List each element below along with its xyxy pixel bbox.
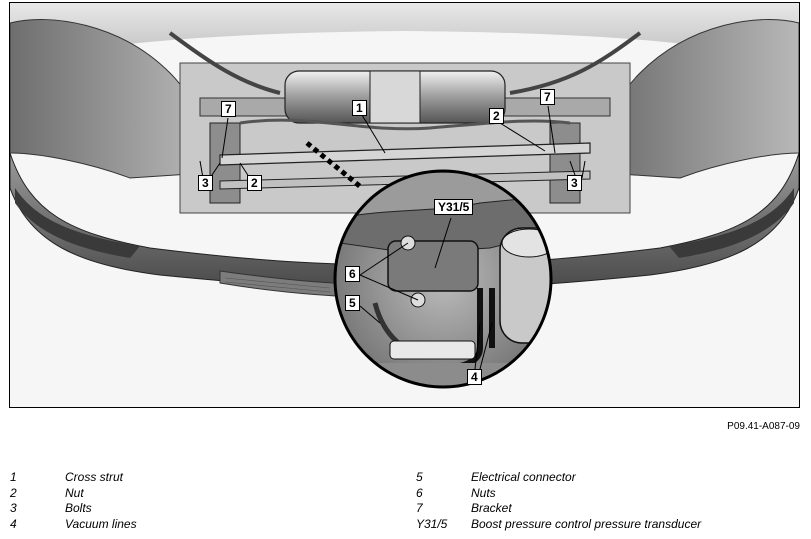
callout-leaders	[199, 105, 586, 370]
callout-7-left: 7	[221, 101, 236, 117]
pressure-transducer	[387, 240, 479, 292]
callout-5: 5	[345, 295, 360, 311]
illustration-drawing	[10, 3, 799, 407]
callout-3-right: 3	[567, 175, 582, 191]
callout-7-right: 7	[540, 89, 555, 105]
callout-1: 1	[352, 100, 367, 116]
callout-2-left: 2	[247, 175, 262, 191]
figure-code: P09.41-A087-09	[727, 421, 800, 432]
callout-3-left: 3	[198, 175, 213, 191]
callout-6: 6	[345, 266, 360, 282]
callout-4: 4	[467, 369, 482, 385]
magnifier-leader	[305, 141, 364, 190]
cross-strut	[219, 142, 591, 166]
hood-panel	[10, 3, 799, 63]
callout-2-right: 2	[489, 108, 504, 124]
engine-compartment-illustration: 1 2 2 3 3 7 7 Y31/5 6 5 4	[9, 2, 800, 408]
callout-y31-5: Y31/5	[434, 199, 474, 215]
